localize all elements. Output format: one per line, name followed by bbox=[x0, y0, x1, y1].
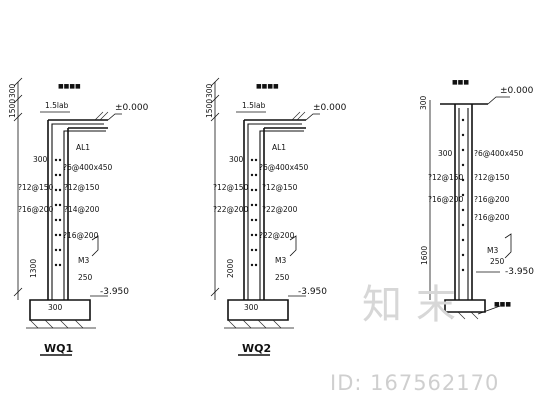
rebar-vert-a: ?12@150 bbox=[428, 173, 464, 182]
rebar-vert-c: ?16@200 bbox=[18, 205, 54, 214]
dim-foot-b: 250 bbox=[78, 273, 93, 282]
bot-elev: -3.950 bbox=[298, 287, 327, 297]
dim-foot-b: 250 bbox=[490, 257, 505, 266]
rebar-vert-d: ?22@200 bbox=[262, 205, 298, 214]
section-wq2: 300 1500 1.5lab ±0.000 ■■■■ AL1 300 ?6@4… bbox=[205, 77, 347, 356]
rebar-vert-d: ?16@200 bbox=[474, 195, 510, 204]
beam-mark: AL1 bbox=[272, 143, 286, 152]
top-elev: ±0.000 bbox=[500, 86, 534, 96]
dim-top-a: 300 bbox=[419, 95, 428, 110]
rebar-beam: ?6@400x450 bbox=[63, 163, 113, 172]
watermark-brand: 知末 bbox=[362, 282, 470, 328]
section-wq1: 300 1500 1.5lab ±0.000 ■■■■ bbox=[8, 77, 149, 356]
beam-mark: AL1 bbox=[76, 143, 90, 152]
beam-note: ■■■ bbox=[452, 79, 469, 86]
rebar-vert-c: ?22@200 bbox=[213, 205, 249, 214]
dim-mid: 300 bbox=[33, 155, 48, 164]
top-elev: ±0.000 bbox=[313, 103, 347, 113]
dim-top-b: 1500 bbox=[8, 99, 17, 118]
dim-top-a: 300 bbox=[8, 83, 17, 98]
dim-low: 2000 bbox=[226, 259, 235, 278]
rebar-vert-b: ?12@150 bbox=[474, 173, 510, 182]
bot-elev: -3.950 bbox=[505, 267, 534, 277]
rebar-vert-d: ?14@200 bbox=[64, 205, 100, 214]
rebar-vert-b: ?12@150 bbox=[262, 183, 298, 192]
dim-mid: 300 bbox=[229, 155, 244, 164]
dim-mid: 300 bbox=[438, 149, 453, 158]
bot-elev: -3.950 bbox=[100, 287, 129, 297]
rebar-horiz: ?16@200 bbox=[474, 213, 510, 222]
anchor-len: 1.5lab bbox=[45, 101, 69, 110]
mark-m3: M3 bbox=[487, 246, 498, 255]
section-3: ±0.000 ■■■ 300 300 ?6@400x450 ?12@150 ?1… bbox=[419, 79, 534, 320]
footing-note: ■■■ bbox=[494, 301, 511, 308]
dim-foot-b: 250 bbox=[275, 273, 290, 282]
rebar-beam: ?6@400x450 bbox=[474, 149, 524, 158]
section-title: WQ1 bbox=[44, 342, 73, 355]
dim-base: 300 bbox=[244, 303, 259, 312]
rebar-vert-a: ?12@150 bbox=[18, 183, 54, 192]
beam-note: ■■■■ bbox=[256, 83, 279, 90]
anchor-len: 1.5lab bbox=[242, 101, 266, 110]
watermark-id: ID: 167562170 bbox=[330, 371, 499, 395]
beam-note: ■■■■ bbox=[58, 83, 81, 90]
rebar-beam: ?6@400x450 bbox=[259, 163, 309, 172]
rebar-vert-c: ?16@200 bbox=[428, 195, 464, 204]
section-title: WQ2 bbox=[242, 342, 271, 355]
watermark: 知末 ID: 167562170 bbox=[330, 282, 499, 395]
rebar-vert-a: ?12@150 bbox=[213, 183, 249, 192]
rebar-vert-b: ?12@150 bbox=[64, 183, 100, 192]
dim-top-a: 300 bbox=[205, 83, 214, 98]
mark-m3: M3 bbox=[78, 256, 89, 265]
rebar-horiz: ?22@200 bbox=[259, 231, 295, 240]
dim-low: 1300 bbox=[29, 259, 38, 278]
mark-m3: M3 bbox=[275, 256, 286, 265]
dim-low: 1600 bbox=[420, 246, 429, 265]
rebar-horiz: ?16@200 bbox=[63, 231, 99, 240]
dim-top-b: 1500 bbox=[205, 99, 214, 118]
top-elev: ±0.000 bbox=[115, 103, 149, 113]
dim-base: 300 bbox=[48, 303, 63, 312]
